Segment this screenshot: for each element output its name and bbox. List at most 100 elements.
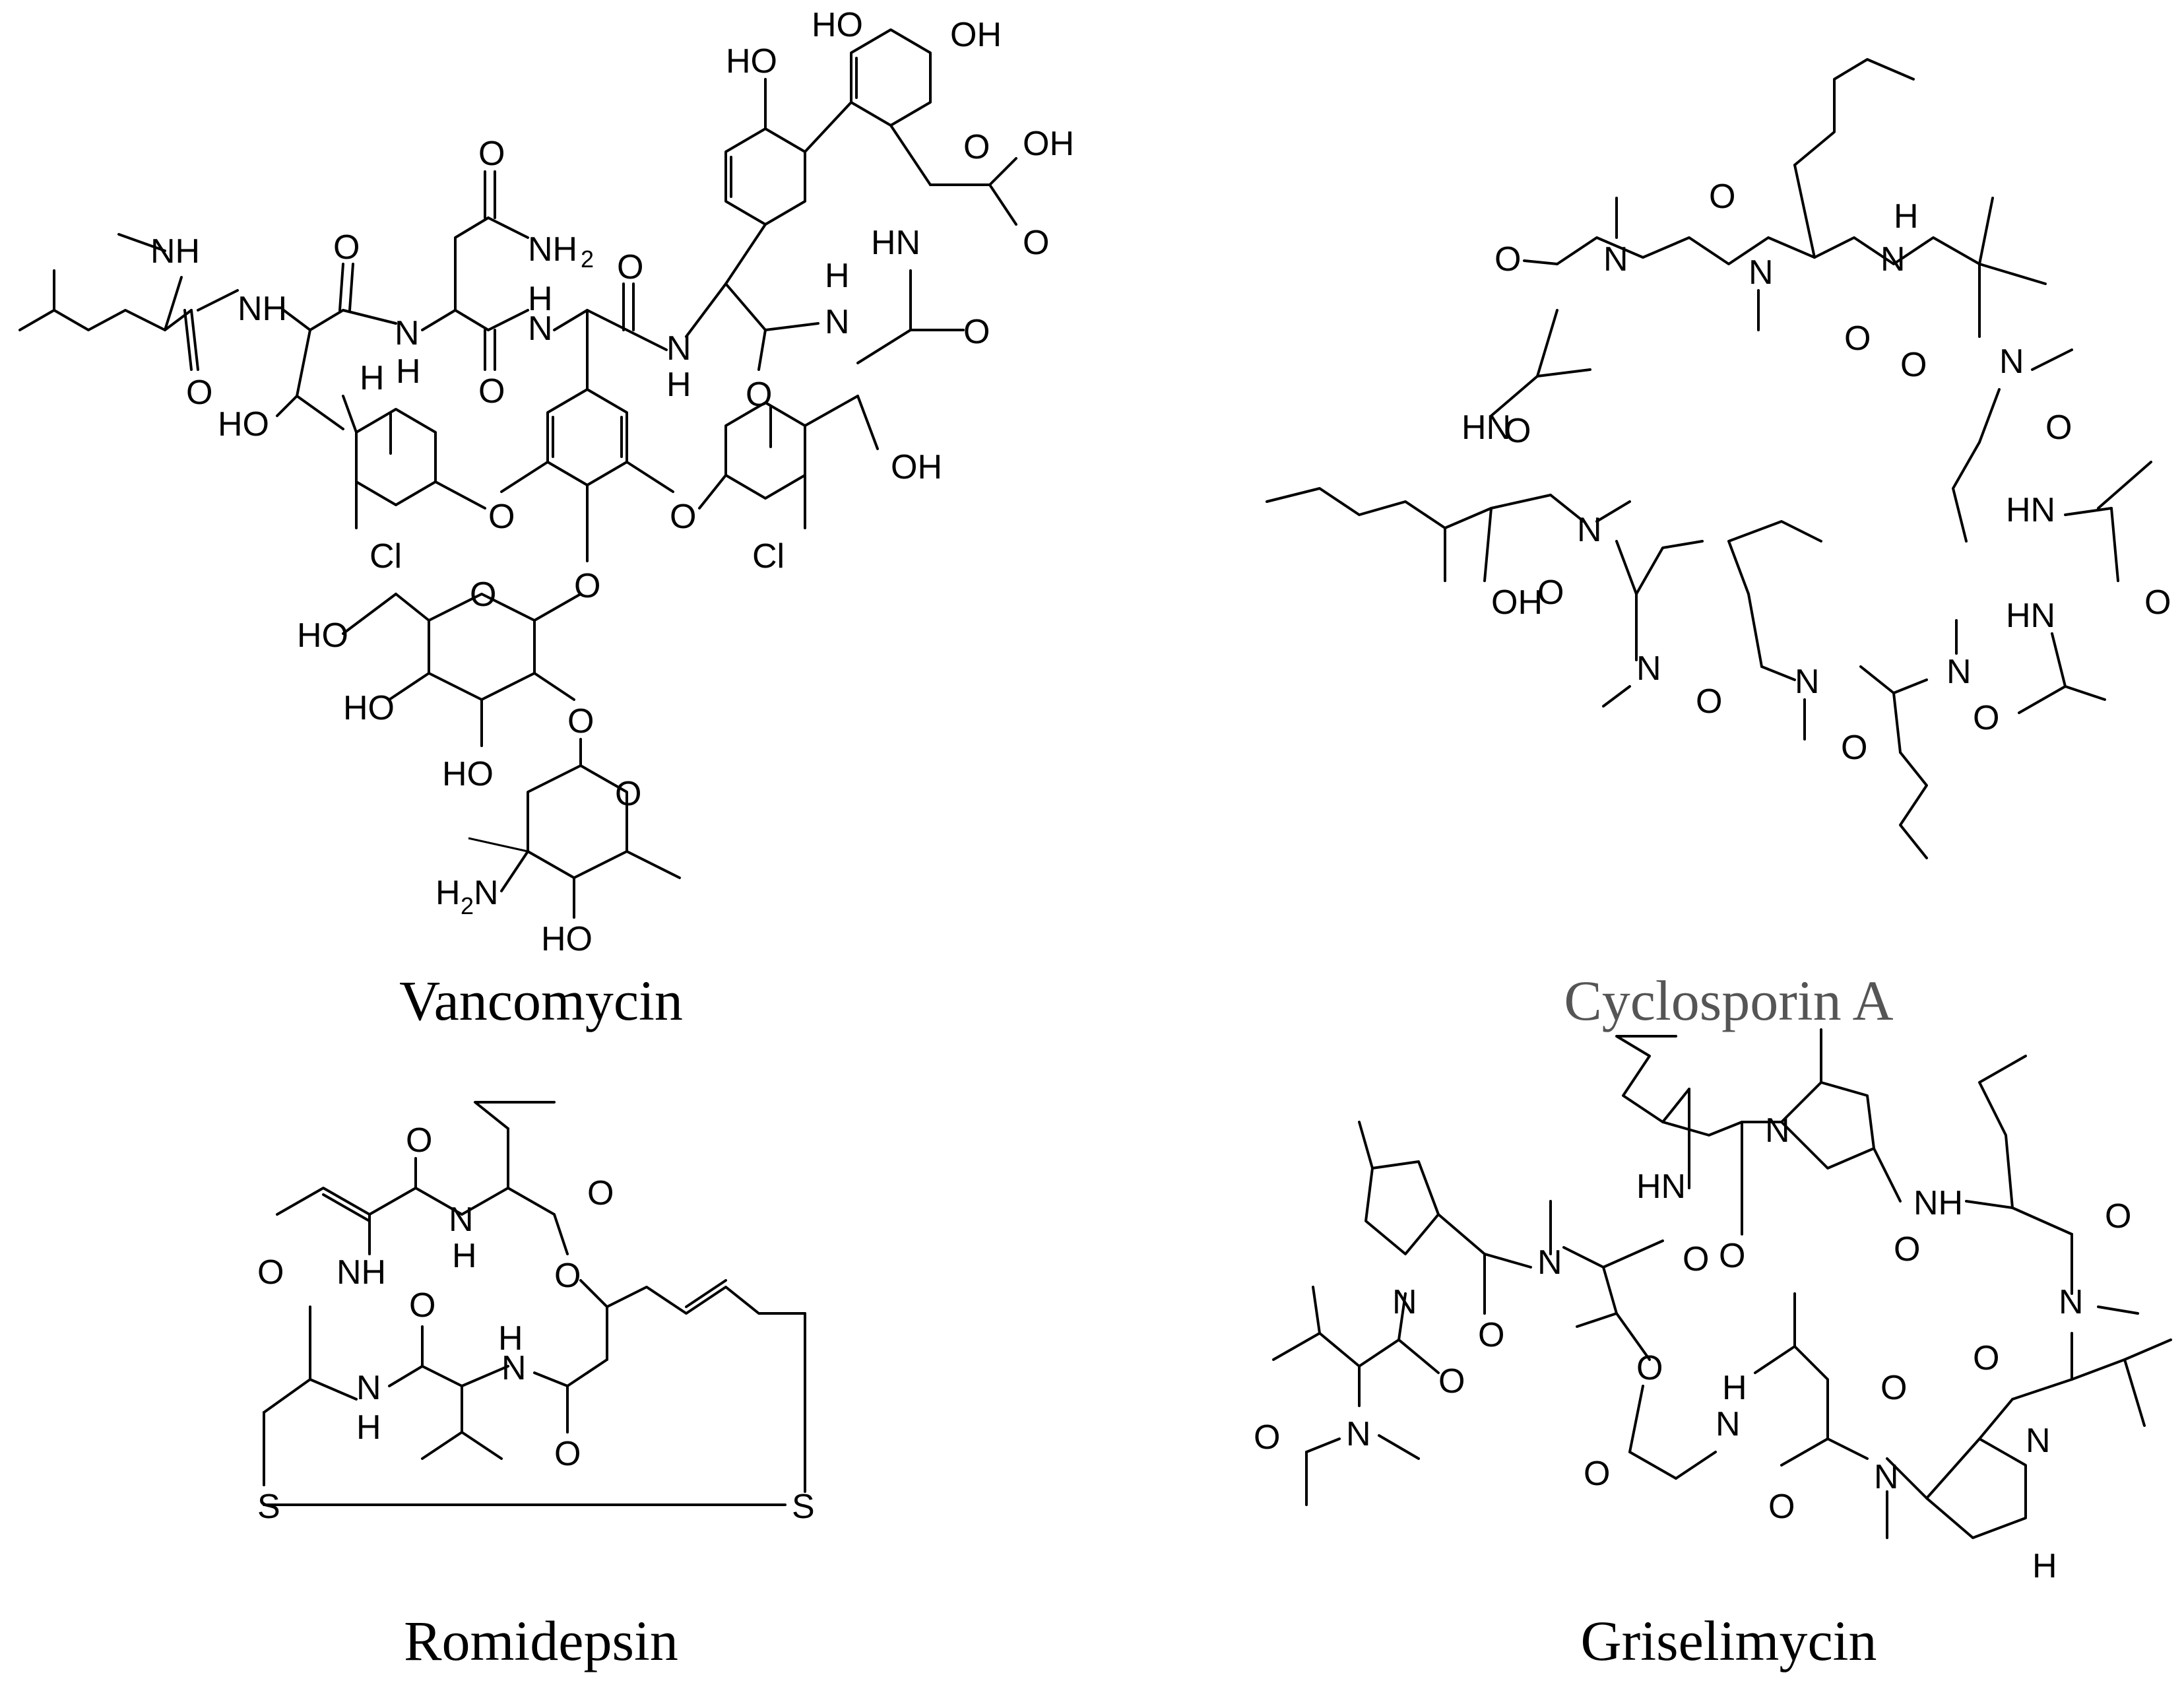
svg-text:HO: HO [541,920,593,958]
svg-text:NH: NH [238,290,287,328]
svg-text:H: H [360,359,385,397]
svg-text:H: H [1894,197,1919,236]
svg-text:N: N [1795,663,1820,701]
svg-text:O: O [186,374,212,412]
svg-text:H: H [1722,1369,1747,1407]
svg-text:Cl: Cl [369,537,402,576]
svg-text:O: O [1709,178,1735,216]
svg-text:NH: NH [1913,1184,1963,1222]
svg-text:O: O [1880,1369,1907,1407]
griselimycin-caption: Griselimycin [1580,1609,1877,1672]
svg-text:O: O [2144,583,2171,622]
svg-text:O: O [1537,574,1564,612]
svg-text:NH: NH [528,230,577,269]
cyclosporin-a-caption: Cyclosporin A [1564,969,1893,1032]
svg-text:N: N [449,1201,474,1239]
svg-text:S: S [257,1488,280,1526]
svg-text:N: N [1346,1415,1371,1453]
svg-text:O: O [488,498,515,536]
svg-text:O: O [333,228,360,267]
svg-text:S: S [792,1488,815,1526]
svg-text:O: O [963,313,990,351]
svg-text:O: O [1973,699,1999,737]
svg-text:H: H [528,280,553,318]
svg-text:O: O [1478,1316,1504,1354]
griselimycin-structure: N HN O O NH O N O N H O N O H [1254,1028,2172,1672]
svg-text:O: O [257,1253,284,1292]
svg-text:O: O [2105,1197,2131,1236]
svg-text:N: N [395,314,420,352]
svg-text:O: O [567,702,594,741]
svg-text:NH: NH [337,1253,386,1292]
svg-text:OH: OH [1491,583,1543,622]
svg-text:HN: HN [1636,1168,1686,1206]
svg-text:O: O [554,1257,581,1295]
svg-text:O: O [1719,1237,1745,1275]
svg-text:HO: HO [442,755,494,793]
svg-text:H: H [356,1408,381,1447]
svg-text:O: O [1894,1230,1920,1269]
svg-text:N: N [1946,653,1972,691]
svg-text:OH: OH [891,448,942,486]
vancomycin-caption: Vancomycin [399,969,683,1032]
svg-text:O: O [1023,224,1049,262]
svg-text:HN: HN [2006,491,2055,529]
svg-text:O: O [1841,729,1867,767]
svg-text:O: O [406,1121,432,1160]
svg-text:O: O [409,1286,435,1325]
cyclosporin-a-structure: O N O N H N O O N O HN O HN O N O [1266,58,2171,1032]
svg-text:O: O [554,1435,581,1473]
svg-text:O: O [1504,412,1531,450]
romidepsin-caption: Romidepsin [404,1609,678,1672]
svg-text:O: O [1844,319,1871,358]
svg-text:O: O [1494,240,1521,279]
svg-text:HO: HO [218,405,269,444]
svg-text:H: H [825,257,850,295]
svg-text:N: N [1874,1458,1899,1496]
svg-text:N: N [825,303,850,341]
svg-text:H: H [498,1319,523,1358]
svg-text:HO: HO [343,689,395,727]
svg-text:O: O [470,576,496,614]
svg-text:Cl: Cl [752,537,785,576]
svg-text:N: N [2026,1422,2051,1460]
svg-text:O: O [746,376,772,414]
svg-text:N: N [474,874,499,912]
svg-text:H: H [666,366,691,404]
svg-text:O: O [1683,1240,1709,1278]
svg-text:O: O [1438,1362,1465,1401]
svg-text:O: O [2045,409,2072,447]
svg-text:N: N [1636,649,1661,688]
svg-text:O: O [670,498,696,536]
svg-text:NH: NH [150,232,200,271]
svg-text:HN: HN [2006,597,2055,635]
svg-text:HN: HN [1461,409,1511,447]
svg-text:O: O [1768,1488,1795,1526]
svg-text:O: O [963,128,990,166]
svg-text:O: O [615,775,641,813]
svg-text:O: O [1584,1455,1610,1493]
svg-text:HO: HO [812,6,863,44]
svg-text:N: N [1999,343,2024,381]
svg-text:HO: HO [297,616,348,655]
svg-text:N: N [528,310,553,348]
svg-text:N: N [1880,240,1906,279]
svg-text:N: N [356,1369,381,1407]
svg-text:H: H [435,874,461,912]
svg-text:O: O [1254,1418,1280,1457]
svg-text:H: H [396,352,421,391]
svg-text:N: N [1765,1111,1790,1150]
svg-text:O: O [1636,1349,1663,1387]
svg-text:O: O [1696,682,1722,721]
svg-text:O: O [478,372,505,411]
svg-text:OH: OH [1023,125,1074,163]
svg-text:O: O [478,135,505,173]
svg-text:OH: OH [950,16,1002,54]
svg-text:N: N [501,1349,527,1387]
svg-text:N: N [2059,1283,2084,1321]
svg-text:N: N [1577,511,1602,549]
svg-text:O: O [587,1174,614,1212]
svg-text:HO: HO [726,42,777,81]
svg-text:H: H [452,1237,477,1275]
